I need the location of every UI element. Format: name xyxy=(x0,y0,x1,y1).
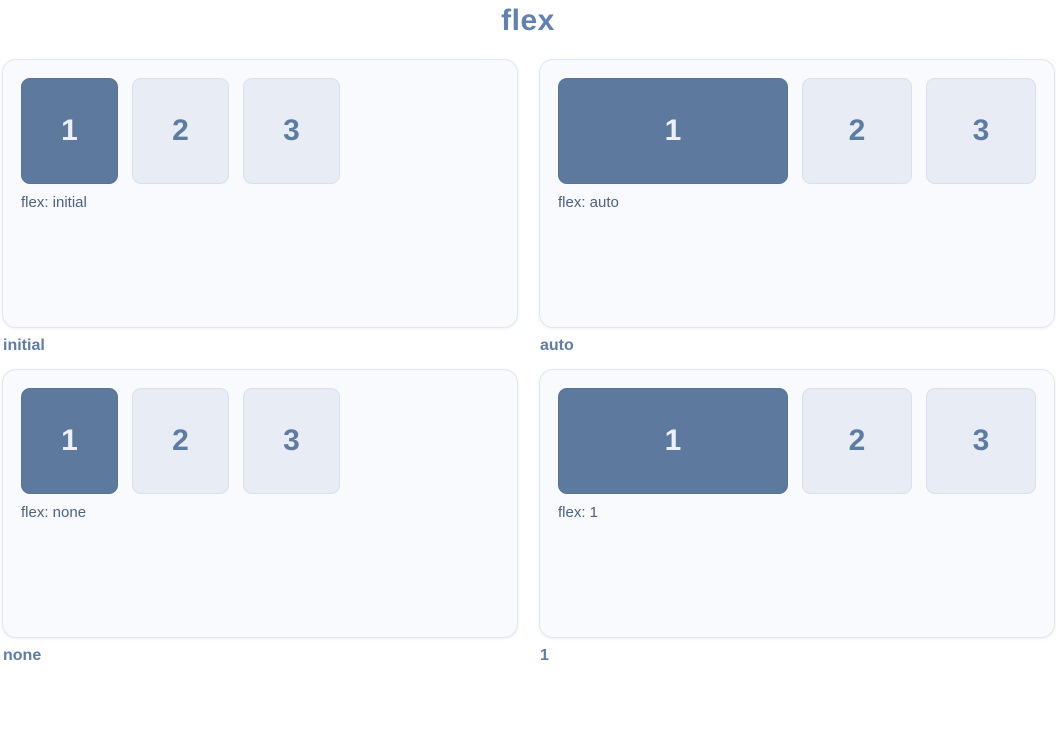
page-title: flex xyxy=(501,4,555,37)
flex-row: 1 2 3 xyxy=(21,388,499,494)
flex-demo-panel-1: 1 2 3 flex: 1 xyxy=(539,369,1055,638)
flex-demo-panel-initial: 1 2 3 flex: initial xyxy=(2,59,518,328)
flex-item-3: 3 xyxy=(926,78,1036,184)
flex-item-1: 1 xyxy=(21,388,118,494)
demo-cell-1: 1 2 3 flex: 1 1 xyxy=(539,369,1055,665)
flex-value-caption: flex: none xyxy=(21,504,87,521)
flex-item-1: 1 xyxy=(21,78,118,184)
flex-value-caption: flex: auto xyxy=(558,194,619,211)
panel-label-1: 1 xyxy=(540,647,549,664)
flex-value-caption: flex: 1 xyxy=(558,504,599,521)
flex-row: 1 2 3 xyxy=(558,78,1036,184)
flex-item-3: 3 xyxy=(243,78,340,184)
flex-value-caption: flex: initial xyxy=(21,194,87,211)
flex-item-2: 2 xyxy=(802,388,912,494)
flex-item-2: 2 xyxy=(802,78,912,184)
demo-cell-initial: 1 2 3 flex: initial initial xyxy=(2,59,518,355)
flex-demo-panel-auto: 1 2 3 flex: auto xyxy=(539,59,1055,328)
flex-item-3: 3 xyxy=(926,388,1036,494)
flex-item-2: 2 xyxy=(132,388,229,494)
demo-cell-auto: 1 2 3 flex: auto auto xyxy=(539,59,1055,355)
panel-label-initial: initial xyxy=(3,337,45,354)
flex-demo-panel-none: 1 2 3 flex: none xyxy=(2,369,518,638)
flex-item-2: 2 xyxy=(132,78,229,184)
flex-item-3: 3 xyxy=(243,388,340,494)
demo-cell-none: 1 2 3 flex: none none xyxy=(2,369,518,665)
panel-label-auto: auto xyxy=(540,337,574,354)
flex-row: 1 2 3 xyxy=(558,388,1036,494)
flex-item-1: 1 xyxy=(558,78,788,184)
flex-item-1: 1 xyxy=(558,388,788,494)
flex-row: 1 2 3 xyxy=(21,78,499,184)
demo-grid: 1 2 3 flex: initial initial 1 2 3 flex: … xyxy=(2,59,1055,665)
panel-label-none: none xyxy=(3,647,42,664)
